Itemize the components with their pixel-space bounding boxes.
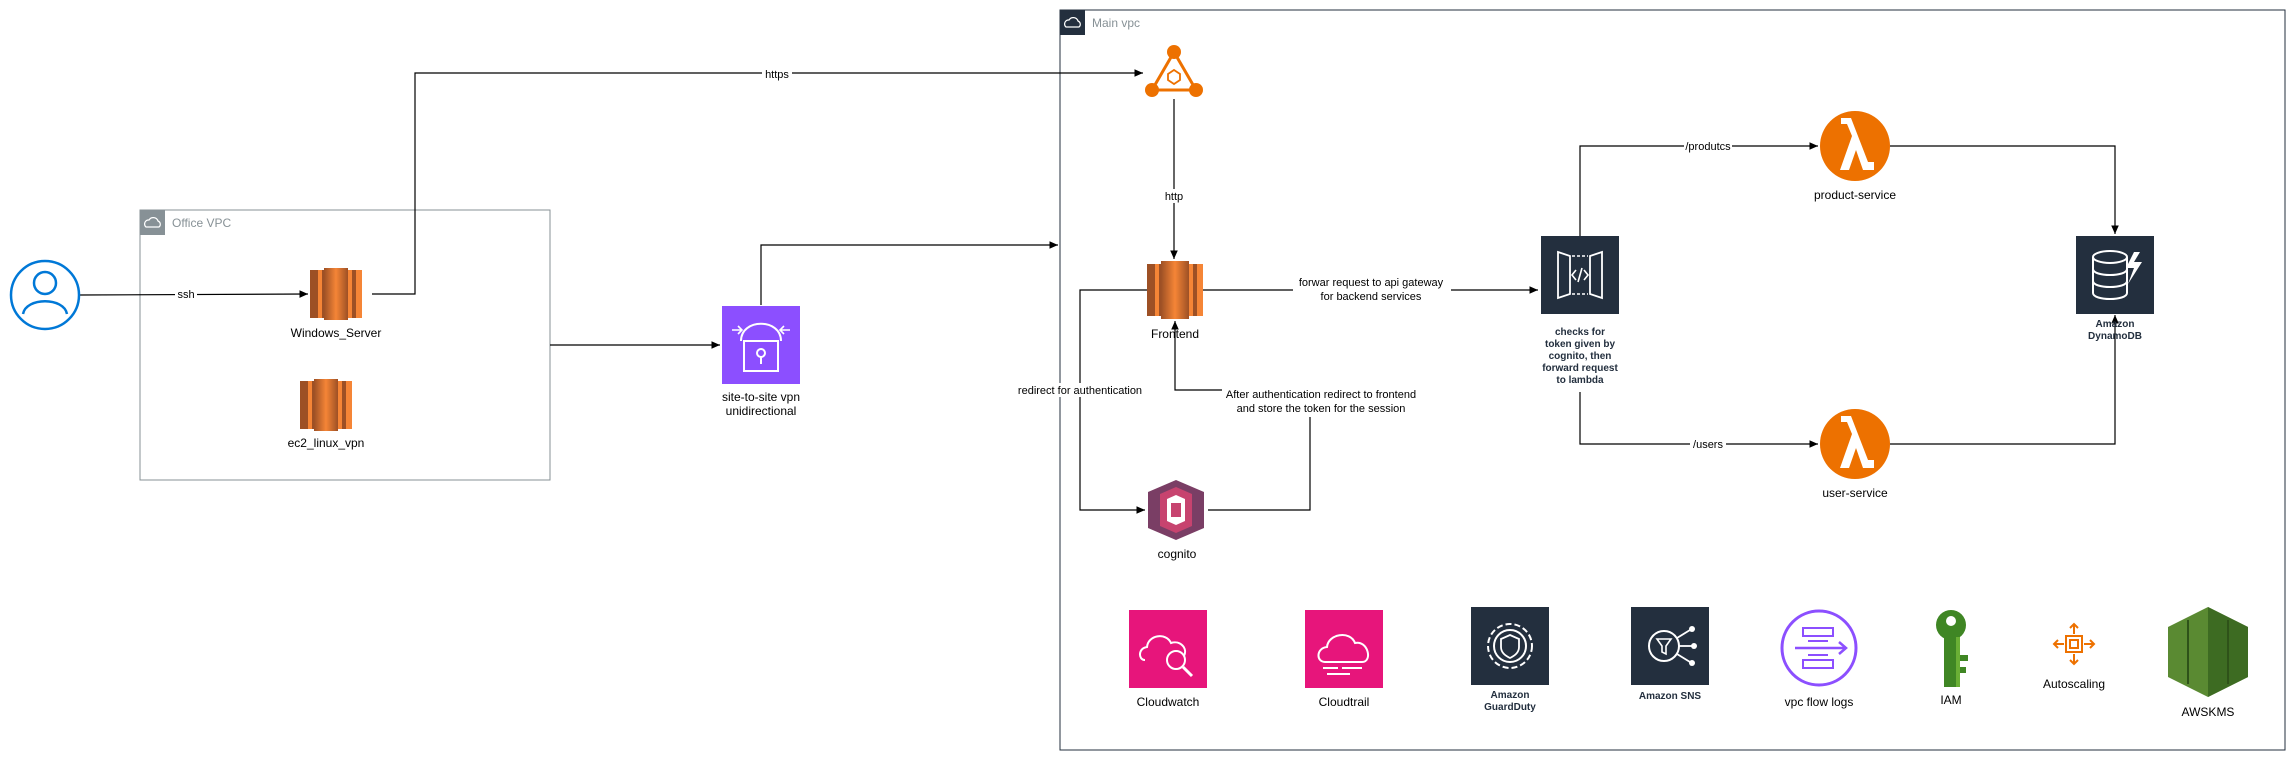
- autoscaling-node: Autoscaling: [2043, 622, 2105, 691]
- main-vpc-label: Main vpc: [1092, 16, 1140, 30]
- user-service-label: user-service: [1822, 486, 1888, 500]
- edge-produtcs: [1579, 142, 1818, 236]
- site-to-site-vpn-icon: [722, 306, 800, 384]
- vpn-node: site-to-site vpn unidirectional: [722, 306, 800, 418]
- frontend-label: Frontend: [1151, 327, 1199, 341]
- cognito-label: cognito: [1158, 547, 1197, 561]
- dynamodb-node: Amazon DynamoDB: [2076, 236, 2154, 342]
- cloud-icon: [1064, 17, 1081, 28]
- kms-label: AWSKMS: [2182, 705, 2235, 719]
- dynamodb-icon: [2076, 236, 2154, 314]
- autoscaling-label: Autoscaling: [2043, 677, 2105, 691]
- edge-label-https: https: [765, 69, 789, 81]
- edge-https: [372, 69, 1143, 295]
- cloudwatch-icon: [1129, 610, 1207, 688]
- sns-node: Amazon SNS: [1631, 607, 1709, 702]
- edge-label-redirect-auth: redirect for authentication: [1018, 385, 1142, 397]
- kms-node: AWSKMS: [2168, 607, 2248, 719]
- apigw-label-line5: to lambda: [1556, 375, 1604, 386]
- edge-label-after-auth-line1: After authentication redirect to fronten…: [1226, 389, 1416, 401]
- vpc-flow-logs-label: vpc flow logs: [1785, 695, 1854, 709]
- ec2-instance-icon: [1147, 261, 1203, 319]
- cloudtrail-icon: [1305, 610, 1383, 688]
- user-service-node: user-service: [1820, 409, 1890, 500]
- ec2-instance-icon: [310, 268, 362, 320]
- api-endpoint-icon: [1145, 45, 1203, 97]
- iam-node: IAM: [1936, 610, 1968, 707]
- dynamodb-label-line2: DynamoDB: [2088, 331, 2142, 342]
- edge-label-http: http: [1165, 191, 1183, 203]
- edge-label-ssh: ssh: [177, 289, 194, 301]
- frontend-node: Frontend: [1147, 261, 1203, 341]
- cloudtrail-node: Cloudtrail: [1305, 610, 1383, 709]
- edge-labels: ssh https http forwar request to api gat…: [175, 67, 1732, 451]
- vpn-label-line2: unidirectional: [726, 404, 797, 418]
- guardduty-label-line2: GuardDuty: [1484, 702, 1536, 713]
- iam-key-icon: [1936, 610, 1968, 687]
- cloudwatch-label: Cloudwatch: [1137, 695, 1200, 709]
- iam-label: IAM: [1940, 693, 1961, 707]
- api-gateway-icon: [1541, 236, 1619, 314]
- lambda-icon: [1820, 111, 1890, 181]
- ec2-instance-icon: [300, 379, 352, 431]
- cognito-node: cognito: [1148, 480, 1204, 561]
- edge-redirect-auth: [1079, 289, 1147, 514]
- api-gateway-node: checks for token given by cognito, then …: [1541, 236, 1619, 386]
- guardduty-icon: [1471, 607, 1549, 685]
- sns-icon: [1631, 607, 1709, 685]
- product-service-label: product-service: [1814, 188, 1896, 202]
- cognito-icon: [1148, 480, 1204, 540]
- user-node: [9, 259, 81, 331]
- apigw-label-line3: cognito, then: [1549, 351, 1612, 362]
- guardduty-label-line1: Amazon: [1491, 690, 1530, 701]
- windows-server-label: Windows_Server: [291, 326, 382, 340]
- main-vpc-group: Main vpc: [1059, 9, 2286, 751]
- windows-server-node: Windows_Server: [291, 268, 382, 340]
- ec2-linux-vpn-node: ec2_linux_vpn: [288, 379, 365, 450]
- user-icon: [9, 259, 81, 331]
- office-vpc-label: Office VPC: [172, 216, 231, 230]
- product-service-node: product-service: [1814, 111, 1896, 202]
- sns-label: Amazon SNS: [1639, 691, 1702, 702]
- edge-product-to-dynamodb: [1890, 145, 2119, 234]
- edge-users: [1579, 392, 1818, 448]
- edges: [79, 69, 2119, 514]
- edge-label-after-auth-line2: and store the token for the session: [1237, 403, 1406, 415]
- kms-icon: [2168, 607, 2248, 697]
- guardduty-node: Amazon GuardDuty: [1471, 607, 1549, 713]
- autoscaling-icon: [2052, 622, 2096, 666]
- vpc-flow-logs-node: vpc flow logs: [1780, 609, 1858, 709]
- cloud-icon: [144, 217, 161, 228]
- apigw-label-line1: checks for: [1555, 327, 1605, 338]
- apigw-label-line2: token given by: [1545, 339, 1615, 350]
- lambda-icon: [1820, 409, 1890, 479]
- vpn-label-line1: site-to-site vpn: [722, 390, 800, 404]
- api-endpoint-node: [1145, 45, 1203, 97]
- cloudtrail-label: Cloudtrail: [1319, 695, 1370, 709]
- edge-label-produtcs: /produtcs: [1685, 141, 1731, 153]
- edge-vpn-to-main-vpc: [760, 241, 1058, 305]
- cloudwatch-node: Cloudwatch: [1129, 610, 1207, 709]
- ec2-linux-vpn-label: ec2_linux_vpn: [288, 436, 365, 450]
- apigw-label-line4: forward request: [1542, 363, 1618, 374]
- edge-user-to-dynamodb: [1890, 315, 2119, 445]
- vpc-flow-logs-icon: [1780, 609, 1858, 687]
- edge-label-forward-line1: forwar request to api gateway: [1299, 277, 1444, 289]
- edge-label-forward-line2: for backend services: [1321, 291, 1422, 303]
- dynamodb-label-line1: Amazon: [2096, 319, 2135, 330]
- edge-label-users: /users: [1693, 439, 1723, 451]
